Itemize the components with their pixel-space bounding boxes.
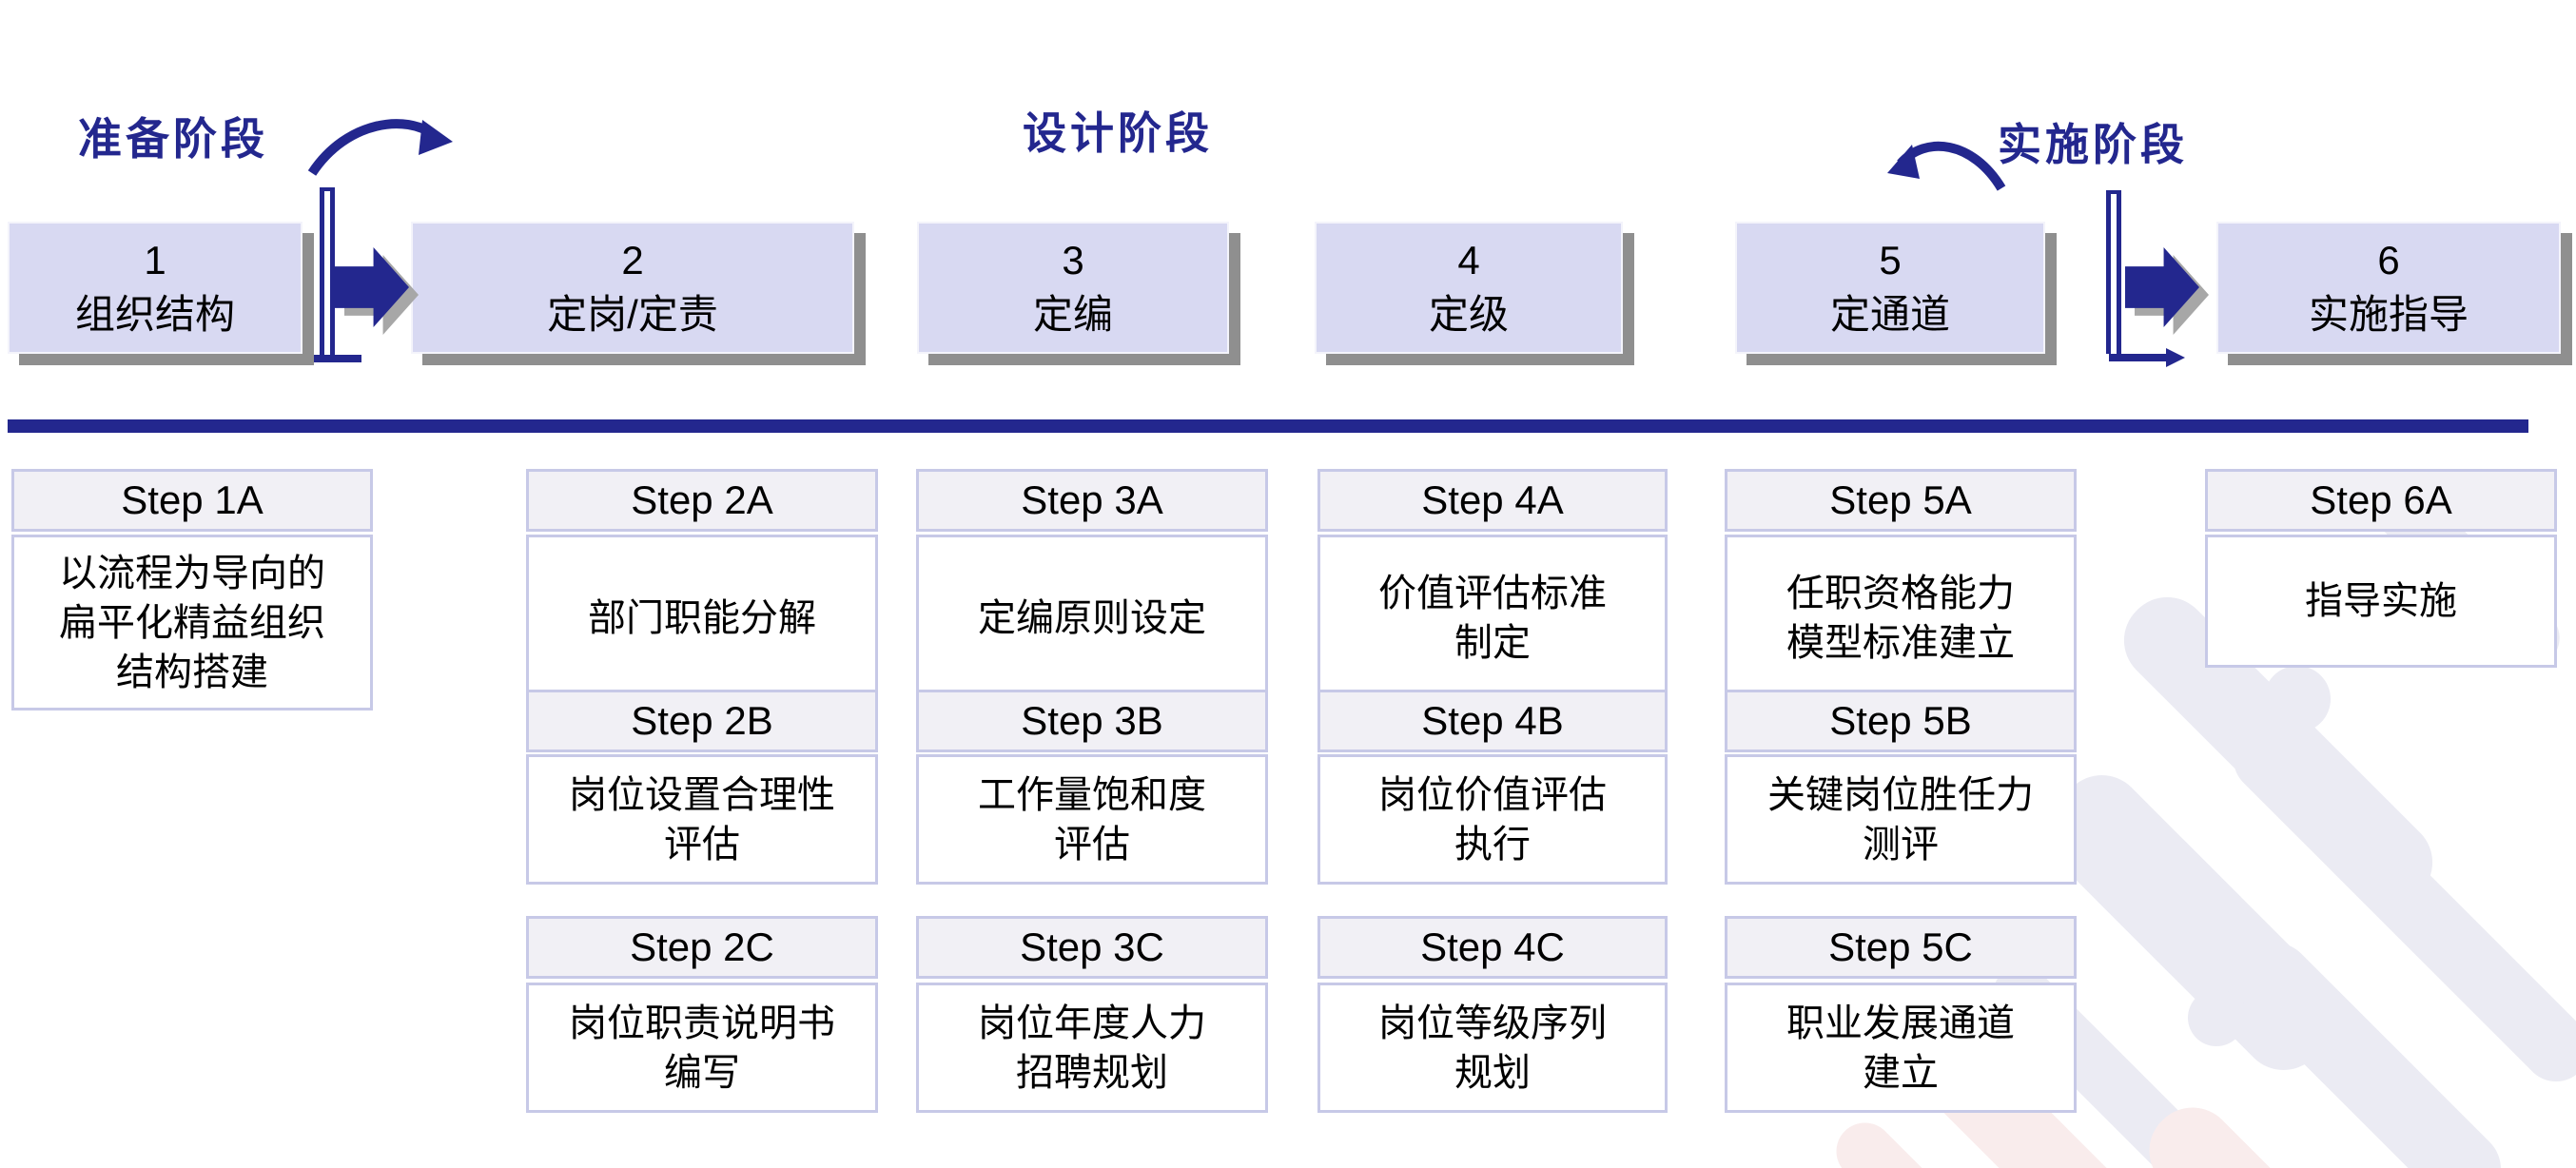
step-column-2: Step 2A 部门职能分解 Step 2B 岗位设置合理性 评估 Step 2… [526, 469, 878, 1116]
step-header: Step 4C [1317, 916, 1668, 979]
stage-name: 定编 [1032, 291, 1113, 337]
stage-name: 组织结构 [74, 291, 235, 337]
step-body: 关键岗位胜任力 测评 [1725, 754, 2077, 885]
step-text: 关键岗位胜任力 测评 [1767, 773, 2034, 866]
flow-arrow-icon [2125, 247, 2209, 335]
step-title: Step 4B [1421, 698, 1564, 743]
step-body: 任职资格能力 模型标准建立 [1725, 535, 2077, 701]
stage-box-5: 5 定通道 [1735, 222, 2045, 354]
stage-number: 4 [1457, 237, 1480, 282]
curved-arrow-icon-right [307, 119, 453, 176]
step-title: Step 5B [1829, 698, 1972, 743]
stage-name: 定级 [1428, 291, 1509, 337]
stage-number: 3 [1062, 237, 1084, 282]
step-text: 任职资格能力 模型标准建立 [1786, 572, 2015, 664]
step-column-4: Step 4A 价值评估标准 制定 Step 4B 岗位价值评估 执行 Step… [1317, 469, 1668, 1116]
stage-number: 6 [2377, 237, 2400, 282]
step-body: 岗位年度人力 招聘规划 [916, 983, 1268, 1113]
step-title: Step 3C [1020, 925, 1164, 969]
step-title: Step 5A [1829, 477, 1972, 522]
phase-separator-line [8, 419, 2528, 433]
step-header: Step 5B [1725, 690, 2077, 752]
step-title: Step 5C [1828, 925, 1973, 969]
step-body: 部门职能分解 [526, 535, 878, 701]
step-body: 职业发展通道 建立 [1725, 983, 2077, 1113]
step-header: Step 4A [1317, 469, 1668, 532]
step-title: Step 6A [2310, 477, 2452, 522]
step-header: Step 3B [916, 690, 1268, 752]
step-text: 岗位价值评估 执行 [1378, 773, 1607, 866]
step-text: 职业发展通道 建立 [1786, 1002, 2015, 1094]
step-body: 定编原则设定 [916, 535, 1268, 701]
step-text: 岗位设置合理性 评估 [569, 773, 835, 866]
step-title: Step 2B [631, 698, 773, 743]
stage-number: 1 [144, 237, 166, 282]
step-text: 定编原则设定 [978, 596, 1206, 639]
step-header: Step 4B [1317, 690, 1668, 752]
stage-box-2: 2 定岗/定责 [411, 222, 854, 354]
step-body: 岗位职责说明书 编写 [526, 983, 878, 1113]
step-text: 岗位等级序列 规划 [1378, 1002, 1607, 1094]
stage-name: 定岗/定责 [547, 291, 718, 337]
step-title: Step 4C [1420, 925, 1565, 969]
step-header: Step 2C [526, 916, 878, 979]
step-column-1: Step 1A 以流程为导向的 扁平化精益组织 结构搭建 [11, 469, 373, 1116]
phase-label-design: 设计阶段 [1023, 108, 1213, 158]
step-title: Step 4A [1421, 477, 1564, 522]
step-title: Step 2C [630, 925, 774, 969]
step-body: 指导实施 [2205, 535, 2557, 668]
step-header: Step 3C [916, 916, 1268, 979]
stage-box-4: 4 定级 [1315, 222, 1623, 354]
step-title: Step 2A [631, 477, 773, 522]
step-header: Step 3A [916, 469, 1268, 532]
step-text: 岗位年度人力 招聘规划 [978, 1002, 1206, 1094]
divider-arrowhead-icon [2166, 348, 2185, 367]
step-text: 岗位职责说明书 编写 [569, 1002, 835, 1094]
step-text: 价值评估标准 制定 [1378, 572, 1607, 664]
step-body: 工作量饱和度 评估 [916, 754, 1268, 885]
step-title: Step 3B [1021, 698, 1163, 743]
step-text: 指导实施 [2305, 580, 2457, 622]
stage-box-1: 1 组织结构 [8, 222, 302, 354]
stage-box-6: 6 实施指导 [2216, 222, 2561, 354]
phase-divider-2 [2106, 190, 2185, 367]
step-body: 岗位价值评估 执行 [1317, 754, 1668, 885]
phase-divider-1 [314, 187, 361, 362]
stage-name: 定通道 [1829, 291, 1950, 337]
step-header: Step 5C [1725, 916, 2077, 979]
step-column-5: Step 5A 任职资格能力 模型标准建立 Step 5B 关键岗位胜任力 测评… [1725, 469, 2077, 1116]
step-text: 以流程为导向的 扁平化精益组织 结构搭建 [59, 552, 325, 693]
step-header: Step 1A [11, 469, 373, 532]
step-column-6: Step 6A 指导实施 [2205, 469, 2557, 1116]
step-text: 工作量饱和度 评估 [978, 773, 1206, 866]
step-header: Step 2B [526, 690, 878, 752]
step-body: 岗位等级序列 规划 [1317, 983, 1668, 1113]
step-body: 以流程为导向的 扁平化精益组织 结构搭建 [11, 535, 373, 711]
step-text: 部门职能分解 [588, 596, 816, 639]
step-header: Step 5A [1725, 469, 2077, 532]
step-header: Step 2A [526, 469, 878, 532]
flow-arrow-icon [335, 247, 419, 335]
curved-arrow-icon-left [1887, 141, 2006, 191]
step-column-3: Step 3A 定编原则设定 Step 3B 工作量饱和度 评估 Step 3C… [916, 469, 1268, 1116]
divider-foot [2109, 354, 2168, 361]
step-header: Step 6A [2205, 469, 2557, 532]
stage-box-3: 3 定编 [917, 222, 1229, 354]
phase-label-implementation: 实施阶段 [1998, 120, 2188, 169]
stage-name: 实施指导 [2308, 291, 2469, 337]
divider-foot [314, 355, 361, 362]
phase-label-preparation: 准备阶段 [78, 114, 268, 164]
step-body: 岗位设置合理性 评估 [526, 754, 878, 885]
stage-number: 5 [1879, 237, 1902, 282]
step-body: 价值评估标准 制定 [1317, 535, 1668, 701]
stage-number: 2 [621, 237, 644, 282]
step-title: Step 3A [1021, 477, 1163, 522]
step-title: Step 1A [121, 477, 263, 522]
